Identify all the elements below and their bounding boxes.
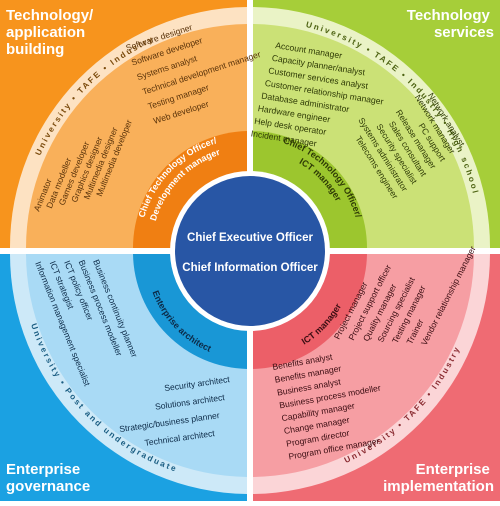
br-title: Enterprise implementation xyxy=(383,461,494,495)
center-line1: Chief Executive Officer xyxy=(187,232,313,244)
center-line2: Chief Information Officer xyxy=(182,262,318,274)
center-circle xyxy=(175,176,325,326)
tl-title: Technology/ application building xyxy=(6,7,97,58)
tr-title: Technology services xyxy=(407,7,494,41)
bl-title: Enterprise governance xyxy=(6,461,90,495)
